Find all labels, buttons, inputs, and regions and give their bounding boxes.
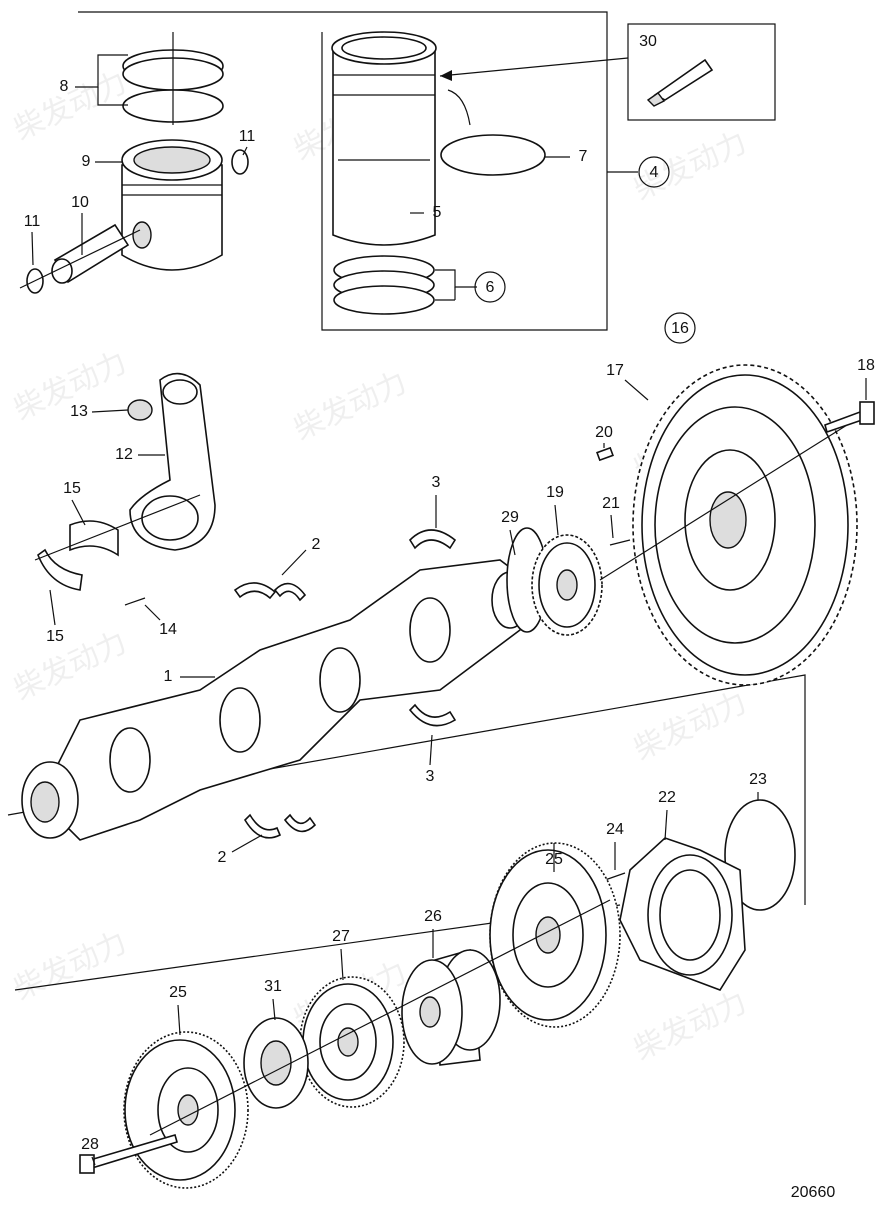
sealant-tube	[646, 58, 714, 107]
gear-bolt	[609, 539, 631, 546]
label-25: 25	[545, 851, 563, 868]
flywheel	[599, 364, 858, 686]
leader-lines	[31, 54, 867, 1166]
label-3: 3	[426, 768, 435, 785]
label-13: 13	[70, 403, 88, 420]
label-28: 28	[81, 1136, 99, 1153]
label-29: 29	[501, 509, 519, 526]
piston-rings	[122, 32, 224, 125]
vibration-damper	[299, 976, 405, 1108]
label-21: 21	[602, 495, 620, 512]
label-11: 11	[239, 128, 256, 145]
label-20: 20	[595, 424, 613, 441]
label-2: 2	[218, 849, 227, 866]
label-3: 3	[432, 474, 441, 491]
label-30: 30	[639, 33, 657, 50]
label-17: 17	[606, 362, 624, 379]
label-11: 11	[24, 213, 41, 230]
label-5: 5	[433, 204, 442, 221]
cylinder-liner	[331, 31, 437, 246]
label-1: 1	[164, 668, 173, 685]
label-2: 2	[312, 536, 321, 553]
hub	[401, 948, 501, 1066]
dowel-pin	[596, 446, 614, 462]
housing-bolt	[604, 872, 626, 881]
label-12: 12	[115, 446, 133, 463]
crankshaft-seal	[724, 799, 796, 911]
label-26: 26	[424, 908, 442, 925]
flywheel-bolt-head	[859, 401, 875, 425]
piston-pin	[19, 149, 249, 294]
callout-circle-6	[474, 271, 506, 303]
label-14: 14	[159, 621, 177, 638]
label-7: 7	[579, 148, 588, 165]
label-16: 16	[671, 320, 689, 337]
figure-number: 20660	[791, 1184, 836, 1201]
svg-text:柴发动力: 柴发动力	[9, 65, 133, 147]
seal-housing	[619, 837, 746, 991]
svg-text:柴发动力: 柴发动力	[629, 985, 753, 1067]
label-6: 6	[486, 279, 495, 296]
label-23: 23	[749, 771, 767, 788]
part-labels: 8 9 11 11 10 30 7 4 5 6 16 17 18 13 12 2…	[24, 33, 875, 1201]
conrod-bearing-shells	[34, 494, 201, 591]
label-10: 10	[71, 194, 89, 211]
svg-text:柴发动力: 柴发动力	[629, 685, 753, 767]
liner-seal-ring	[440, 134, 546, 176]
callout-circle-4	[638, 156, 670, 188]
crankshaft-gear	[531, 534, 603, 636]
label-24: 24	[606, 821, 624, 838]
arrow-curve	[447, 89, 471, 126]
label-4: 4	[650, 164, 659, 181]
svg-text:柴发动力: 柴发动力	[629, 125, 753, 207]
crankshaft	[21, 559, 542, 841]
callout-circle-16	[664, 312, 696, 344]
connecting-rod	[127, 372, 216, 551]
label-22: 22	[658, 789, 676, 806]
svg-text:柴发动力: 柴发动力	[289, 365, 413, 447]
svg-text:柴发动力: 柴发动力	[9, 625, 133, 707]
label-31: 31	[264, 978, 282, 995]
label-25: 25	[169, 984, 187, 1001]
label-8: 8	[60, 78, 69, 95]
piston	[121, 139, 223, 271]
label-15: 15	[63, 480, 81, 497]
svg-text:柴发动力: 柴发动力	[9, 925, 133, 1007]
pulley-lower	[123, 1031, 249, 1189]
pulley-upper	[489, 842, 621, 1028]
conrod-bolt	[124, 597, 146, 606]
sealant-box	[627, 23, 776, 121]
label-15: 15	[46, 628, 64, 645]
label-18: 18	[857, 357, 875, 374]
label-27: 27	[332, 928, 350, 945]
main-bearing-shells	[233, 529, 457, 839]
label-9: 9	[82, 153, 91, 170]
liner-o-rings	[333, 255, 435, 315]
label-19: 19	[546, 484, 564, 501]
spacer-ring	[243, 1017, 309, 1109]
